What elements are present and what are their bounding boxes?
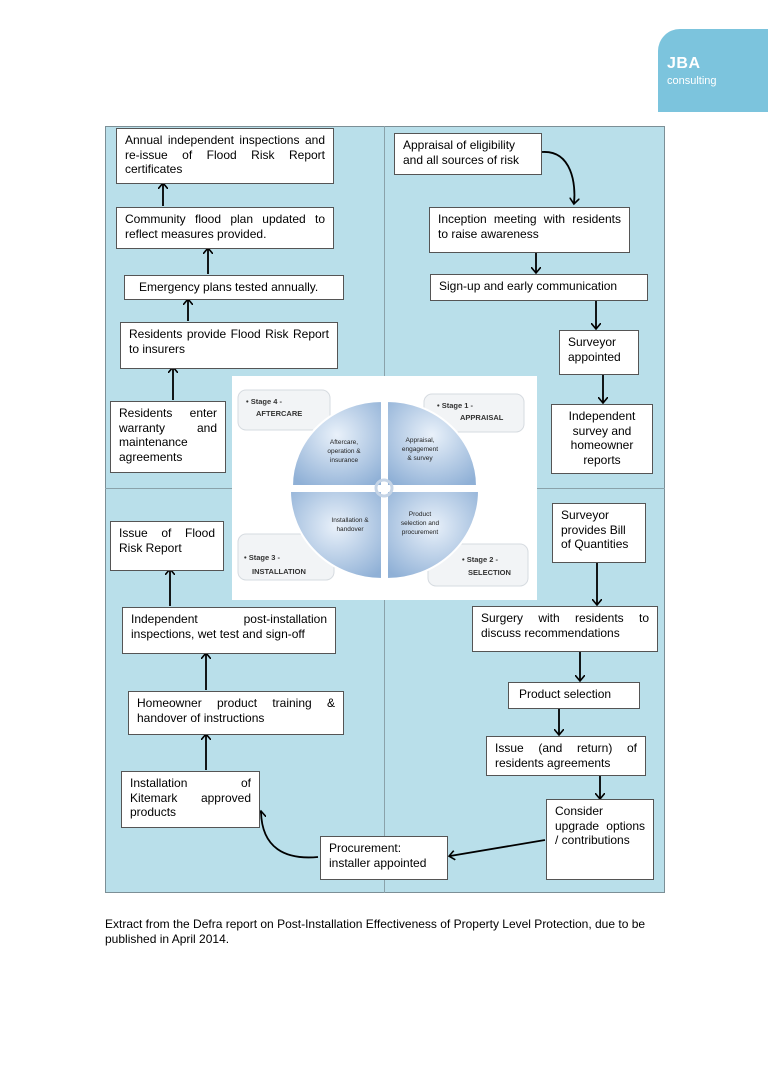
q-selection-line1: Product [409,511,432,518]
stage1-label-line2: APPRAISAL [460,413,504,422]
q-installation-line2: handover [336,526,364,533]
box-procurement: Procurement: installer appointed [320,836,448,880]
quadrant-aftercare [290,399,383,487]
stage-cycle-graphic: • Stage 4 - AFTERCARE • Stage 1 - APPRAI… [232,376,537,600]
q-appraisal-line3: & survey [407,455,433,462]
box-product-training: Homeowner product training & handover of… [128,691,344,735]
box-signup: Sign-up and early communication [430,274,648,301]
logo-tagline: consulting [667,75,717,87]
box-residents-provide-report: Residents provide Flood Risk Report to i… [120,322,338,369]
box-issue-agreements: Issue (and return) of residents agreemen… [486,736,646,776]
arrow-appraisal-to-inception [541,151,574,203]
box-emergency-plans: Emergency plans tested annually. [124,275,344,300]
box-product-selection: Product selection [508,682,640,709]
quadrant-appraisal [386,399,479,487]
stage2-label-line2: SELECTION [468,568,511,577]
stage4-panel [237,389,331,431]
stage3-label-line1: • Stage 3 - [244,553,280,562]
stage4-label-line2: AFTERCARE [256,409,302,418]
stage1-label-line1: • Stage 1 - [437,401,473,410]
q-aftercare-line2: operation & [327,448,361,455]
box-surveyor-appointed: Surveyor appointed [559,330,639,375]
arrow-upgrade-to-procurement [450,839,546,856]
jba-logo: JBA consulting [658,29,768,112]
box-community-flood-plan: Community flood plan updated to reflect … [116,207,334,249]
box-issue-flood-risk-report: Issue of Flood Risk Report [110,521,224,571]
box-residents-enter-warranty: Residents enter warranty and maintenance… [110,401,226,473]
stage4-label-line1: • Stage 4 - [246,397,282,406]
box-installation: Installation of Kitemark approved produc… [121,771,260,828]
q-selection-line2: selection and [401,520,440,527]
cycle-center-arrow-icon [374,478,394,498]
quadrant-selection [386,490,481,581]
q-installation-line1: Installation & [331,517,369,524]
box-independent-survey: Independent survey and homeowner reports [551,404,653,474]
stage2-label-line1: • Stage 2 - [462,555,498,564]
q-appraisal-line2: engagement [402,446,438,453]
box-surgery-with-residents: Surgery with residents to discuss recomm… [472,606,658,652]
box-appraisal: Appraisal of eligibility and all sources… [394,133,542,175]
box-post-installation-inspections: Independent post-installation inspection… [122,607,336,654]
box-consider-upgrade: Consider upgrade options / contributions [546,799,654,880]
stage3-label-line2: INSTALLATION [252,567,306,576]
q-appraisal-line1: Appraisal, [406,437,435,444]
box-surveyor-bill: Surveyor provides Bill of Quantities [552,503,646,563]
figure-caption: Extract from the Defra report on Post-In… [105,917,646,946]
box-annual-inspections: Annual independent inspections and re-is… [116,128,334,184]
box-inception-meeting: Inception meeting with residents to rais… [429,207,630,253]
logo-name: JBA [667,55,701,72]
q-selection-line3: procurement [402,529,439,536]
quadrant-installation [288,490,383,581]
q-aftercare-line1: Aftercare, [330,439,358,446]
q-aftercare-line3: insurance [330,457,359,464]
arrow-procurement-to-installation [261,812,319,859]
